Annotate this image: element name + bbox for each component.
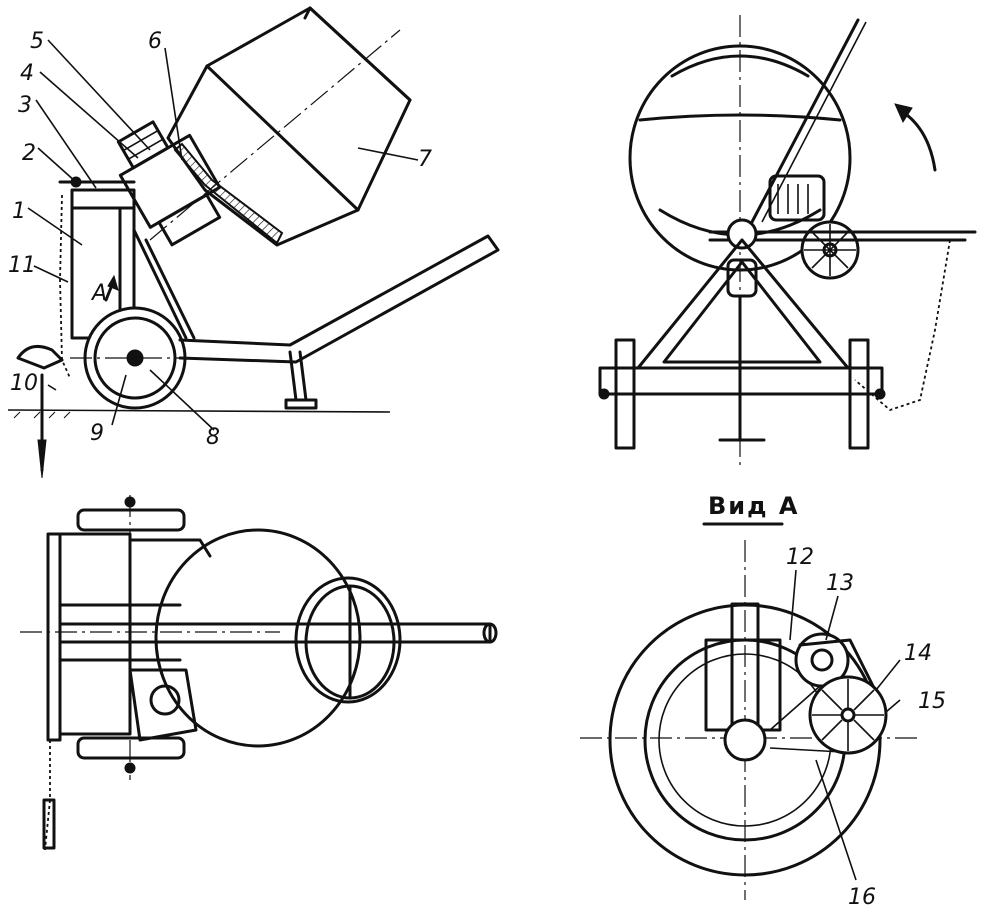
- label-10: 10: [10, 371, 38, 396]
- label-16: 16: [848, 885, 876, 910]
- label-13: 13: [826, 571, 854, 596]
- label-12: 12: [786, 545, 814, 570]
- label-14: 14: [904, 641, 932, 666]
- label-2: 2: [22, 141, 36, 166]
- view-a: Вид А 12 13 14 15 16: [580, 492, 946, 910]
- label-9: 9: [90, 421, 104, 446]
- top-view: [20, 495, 498, 851]
- view-a-title: Вид А: [708, 492, 799, 520]
- label-A: A: [90, 281, 107, 306]
- label-15: 15: [918, 689, 946, 714]
- label-8: 8: [206, 425, 220, 450]
- label-11: 11: [8, 253, 36, 278]
- label-7: 7: [418, 147, 432, 172]
- side-view: A 5 4 3 2: [7, 6, 500, 479]
- label-5: 5: [30, 29, 44, 54]
- label-4: 4: [20, 61, 34, 86]
- mixing-drum-side: [149, 6, 412, 247]
- label-1: 1: [12, 199, 26, 224]
- label-6: 6: [148, 29, 162, 54]
- label-3: 3: [18, 93, 32, 118]
- front-view: [598, 15, 977, 470]
